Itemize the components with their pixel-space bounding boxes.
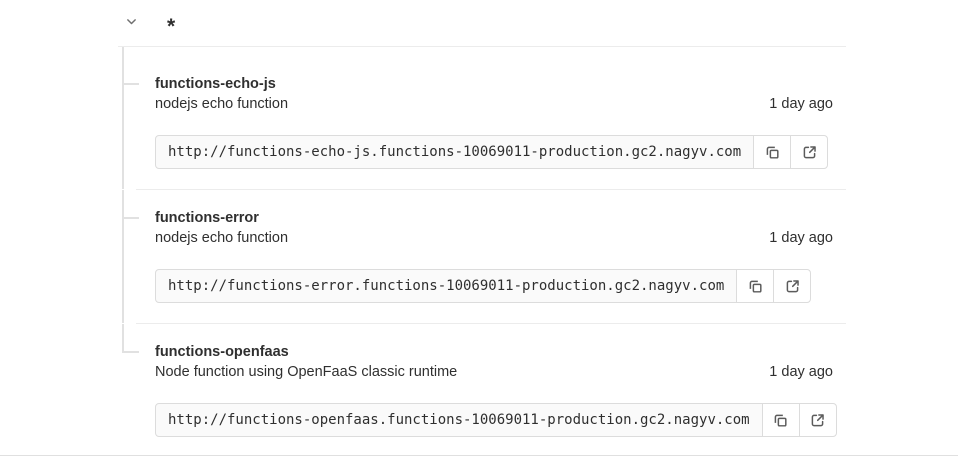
open-url-button[interactable] [798,403,837,437]
function-url-group [155,269,846,303]
function-url-group [155,403,846,437]
external-link-icon [784,278,801,295]
function-url-input[interactable] [155,135,755,169]
tree-vertical-line [122,190,124,323]
function-row-header: functions-error nodejs echo function 1 d… [155,208,846,249]
function-list: functions-echo-js nodejs echo function 1… [122,47,846,457]
function-titles: functions-echo-js nodejs echo function [155,74,288,115]
function-updated-timestamp: 1 day ago [769,96,833,112]
function-url-group [155,135,846,169]
function-description: nodejs echo function [155,96,289,112]
function-updated-timestamp: 1 day ago [769,230,833,246]
function-titles: functions-openfaas Node function using O… [155,342,457,383]
copy-url-button[interactable] [761,403,800,437]
tree-branch-line [122,83,139,85]
function-row: functions-openfaas Node function using O… [122,323,846,457]
open-url-button[interactable] [773,269,812,303]
environment-scope-section: * functions-echo-js nodejs echo function… [118,0,846,457]
copy-icon [764,144,781,161]
copy-icon [772,412,789,429]
function-titles: functions-error nodejs echo function [155,208,288,249]
collapse-toggle-button[interactable] [123,15,139,31]
tree-vertical-line [122,324,124,353]
external-link-icon [809,412,826,429]
copy-url-button[interactable] [736,269,775,303]
tree-branch-line [122,217,139,219]
function-row: functions-echo-js nodejs echo function 1… [122,47,846,189]
function-url-input[interactable] [155,403,763,437]
tree-branch-line [122,351,139,353]
function-description: nodejs echo function [155,230,289,246]
function-row-header: functions-openfaas Node function using O… [155,342,846,383]
environment-scope-label: * [167,15,176,38]
tree-vertical-line [122,47,124,189]
function-updated-timestamp: 1 day ago [769,364,833,380]
copy-url-button[interactable] [753,135,792,169]
open-url-button[interactable] [790,135,829,169]
function-name[interactable]: functions-error [155,210,259,226]
function-name[interactable]: functions-openfaas [155,344,289,360]
function-name[interactable]: functions-echo-js [155,76,276,92]
chevron-down-icon [125,15,138,31]
external-link-icon [801,144,818,161]
copy-icon [747,278,764,295]
function-url-input[interactable] [155,269,738,303]
function-description: Node function using OpenFaaS classic run… [155,364,458,380]
function-row-header: functions-echo-js nodejs echo function 1… [155,74,846,115]
function-row: functions-error nodejs echo function 1 d… [122,189,846,323]
environment-scope-header: * [118,0,846,47]
